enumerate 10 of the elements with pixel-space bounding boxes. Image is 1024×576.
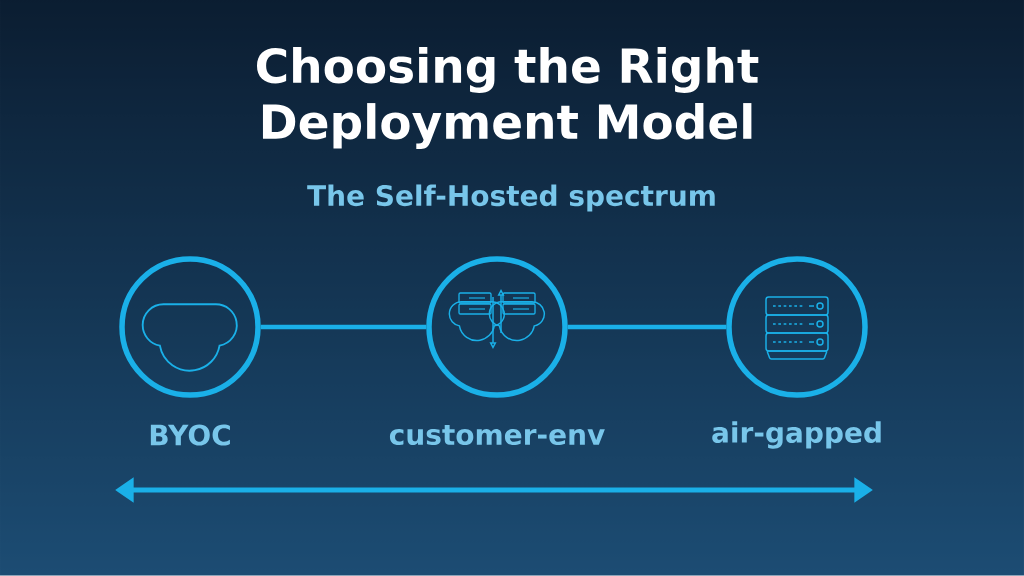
node-label: BYOC bbox=[150, 424, 230, 446]
title: Choosing the Right Deployment Model bbox=[257, 47, 759, 149]
node-label: customer-env bbox=[389, 425, 605, 446]
circle-node bbox=[426, 256, 568, 398]
connector-line bbox=[260, 324, 427, 330]
node-label: air-gapped bbox=[712, 421, 881, 449]
circle-node bbox=[119, 256, 261, 398]
circle-node bbox=[726, 256, 868, 398]
connector-line bbox=[567, 324, 727, 330]
subtitle: The Self-Hosted spectrum bbox=[307, 184, 715, 212]
